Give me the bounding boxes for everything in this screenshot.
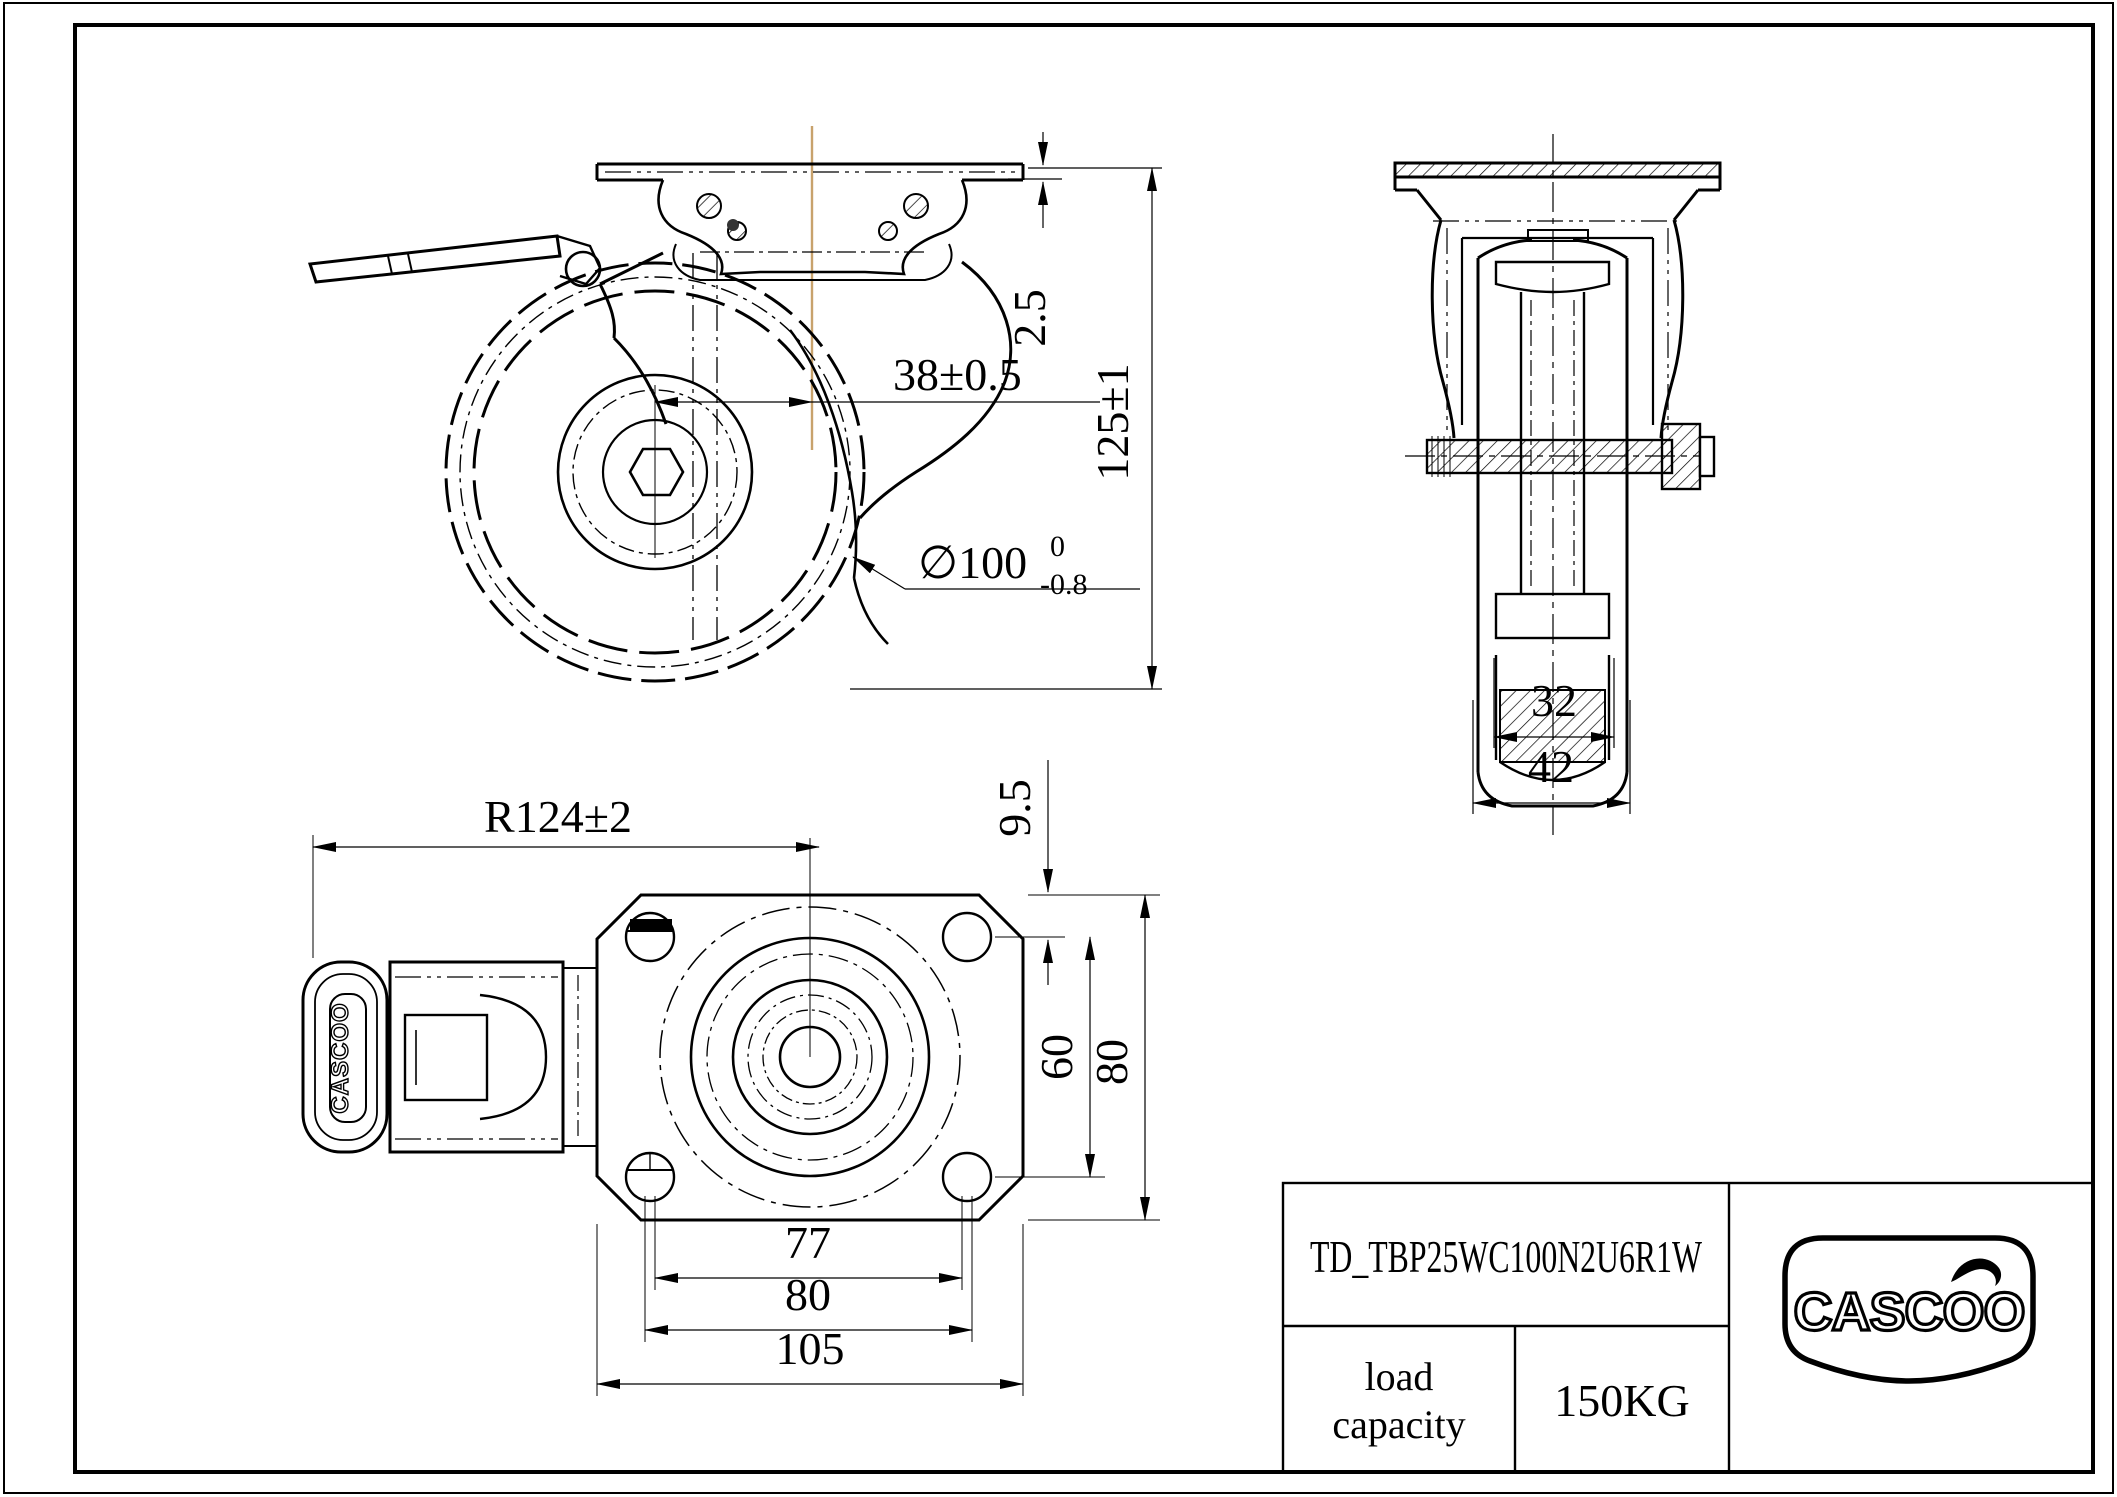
bearing-ball-icon bbox=[696, 193, 722, 219]
bolt-holes bbox=[624, 911, 993, 1203]
side-plate bbox=[595, 162, 1025, 182]
load-capacity-label-line1: load bbox=[1365, 1354, 1434, 1399]
swivel-rings bbox=[659, 906, 961, 1208]
axle-nut-icon bbox=[628, 447, 685, 497]
dim-swivel-radius: R124±2 bbox=[484, 791, 632, 842]
dim-edge-to-hole: 9.5 bbox=[989, 779, 1040, 837]
load-capacity-value: 150KG bbox=[1554, 1375, 1689, 1426]
brake-lever bbox=[307, 234, 602, 288]
brake-housing bbox=[388, 960, 597, 1154]
side-view bbox=[307, 126, 1162, 690]
dim-plate-depth: 80 bbox=[1086, 1039, 1137, 1085]
front-view bbox=[1393, 134, 1722, 835]
mounting-plate bbox=[595, 893, 1025, 1222]
dim-wheel-diameter-upper-tol: 0 bbox=[1050, 530, 1065, 563]
bearing-ball-icon bbox=[903, 193, 929, 219]
dim-hole-spacing-vertical: 60 bbox=[1031, 1034, 1082, 1080]
dim-overall-height: 125±1 bbox=[1087, 363, 1138, 480]
side-view-dimensions: 2.5 125±1 38±0.5 ∅100 0 -0.8 bbox=[654, 132, 1157, 690]
wheel-section bbox=[1476, 238, 1629, 808]
bolt-hole bbox=[941, 911, 993, 963]
cascoo-logo: CASCOO bbox=[1782, 1235, 2036, 1384]
rivet-icon bbox=[727, 219, 739, 231]
dim-plate-width: 105 bbox=[776, 1323, 845, 1374]
pedal-brand-text: CASCOO bbox=[327, 1002, 354, 1113]
dim-hole-spacing-inner: 77 bbox=[785, 1217, 831, 1268]
bearing-ball-icon bbox=[878, 221, 898, 241]
outer-border bbox=[3, 2, 2114, 1494]
front-view-dimensions: 32 42 bbox=[1472, 658, 1631, 814]
part-number: TD_TBP25WC100N2U6R1W bbox=[1310, 1231, 1702, 1282]
bolt-hole bbox=[624, 911, 676, 963]
drawing-frame bbox=[3, 2, 2114, 1494]
dim-hole-spacing-outer: 80 bbox=[785, 1269, 831, 1320]
swivel-housing bbox=[1430, 219, 1685, 439]
bolt-hole bbox=[941, 1151, 993, 1203]
dim-hub-width: 32 bbox=[1531, 675, 1577, 726]
front-plate bbox=[1393, 161, 1722, 221]
swivel-raceway bbox=[657, 179, 968, 281]
axle-bolt bbox=[1425, 422, 1716, 491]
logo-brand-text: CASCOO bbox=[1793, 1282, 2024, 1342]
dim-tread-width: 42 bbox=[1528, 741, 1574, 792]
inner-border bbox=[73, 23, 2095, 1474]
dim-wheel-diameter-lower-tol: -0.8 bbox=[1040, 568, 1088, 601]
wheel bbox=[444, 261, 866, 683]
fork-leg bbox=[598, 251, 1013, 645]
load-capacity-label-line2: capacity bbox=[1332, 1402, 1465, 1447]
logo-dolphin-icon bbox=[1951, 1258, 2002, 1286]
brake-pedal bbox=[301, 960, 389, 1154]
top-view: CASCOO bbox=[301, 838, 1025, 1222]
dim-wheel-diameter: ∅100 bbox=[918, 537, 1027, 588]
logo-outline bbox=[1782, 1235, 2036, 1384]
dim-plate-thickness: 2.5 bbox=[1004, 289, 1055, 347]
bolt-hole bbox=[624, 1151, 676, 1203]
dim-swivel-offset: 38±0.5 bbox=[893, 349, 1022, 400]
title-block: TD_TBP25WC100N2U6R1W load capacity 150KG bbox=[1281, 1181, 2095, 1474]
top-view-dimensions: R124±2 9.5 60 80 77 80 105 bbox=[312, 760, 1160, 1396]
